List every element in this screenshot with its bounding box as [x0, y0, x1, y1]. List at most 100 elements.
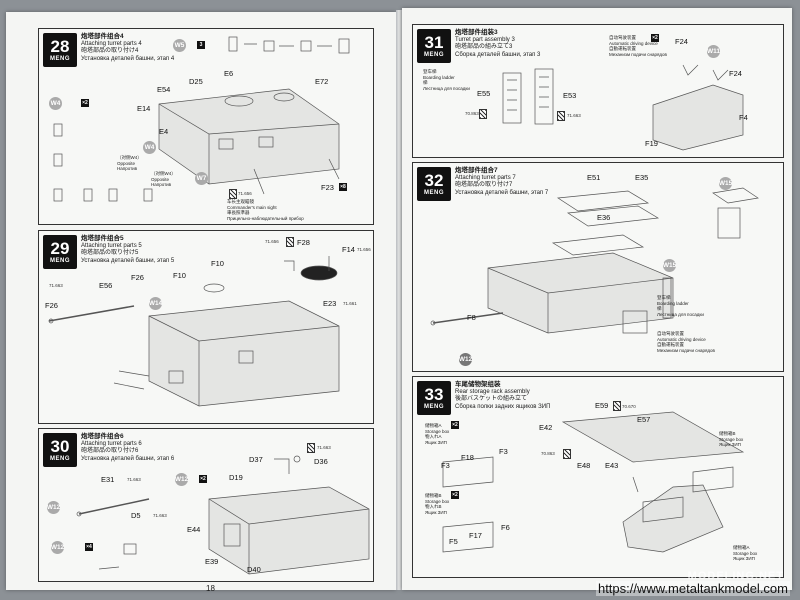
title-ja: 後部バスケットの組み立て	[455, 396, 528, 402]
part-label: E54	[157, 85, 171, 94]
paint-ref: 71.656	[238, 191, 252, 196]
x2-count-icon: ×2	[81, 99, 89, 107]
paint-ref: 71.661	[343, 301, 357, 306]
part-label: E35	[635, 173, 649, 182]
step-number: 30	[50, 437, 70, 456]
title-ja: 砲塔部品の組み立て3	[455, 44, 513, 50]
title-zh: 炮塔部件组合5	[81, 235, 124, 242]
step-29-drawing	[48, 256, 340, 407]
paint-ref: 70.863	[541, 451, 555, 456]
part-label: E55	[477, 89, 491, 98]
x4-count-icon: ×4	[85, 543, 93, 551]
part-label: E51	[587, 173, 601, 182]
step-33-titles: 车尾储物架组装 Rear storage rack assembly 後部バスケ…	[455, 381, 550, 411]
part-label: E36	[597, 213, 611, 222]
paint-swatch-icon	[229, 189, 237, 199]
part-label: D5	[131, 511, 141, 520]
paint-ref: 71.663	[317, 445, 331, 450]
title-en: Attaching turret parts 7	[455, 174, 516, 181]
w7-decal-icon: W7	[195, 172, 208, 185]
part-label: F26	[131, 273, 144, 282]
part-label: E56	[99, 281, 113, 290]
x2-count-icon: ×2	[451, 421, 459, 429]
part-label: D37	[249, 455, 263, 464]
brand-logo: MENG	[50, 56, 70, 62]
title-ru: Установка деталей башни, этап 6	[81, 455, 175, 462]
part-label: E59	[595, 401, 609, 410]
part-label: F3	[499, 447, 508, 456]
part-label: E14	[137, 104, 151, 113]
x2-count-icon: ×2	[651, 34, 659, 42]
part-label: E6	[224, 69, 234, 78]
w12-decal-icon: W12	[51, 541, 64, 554]
title-en: Turret part assembly 3	[455, 36, 515, 43]
part-label: E53	[563, 91, 577, 100]
part-label: F17	[469, 531, 482, 540]
title-zh: 炮塔部件组合4	[81, 33, 124, 40]
paint-ref: 70.670	[622, 404, 636, 409]
step-28-drawing	[53, 36, 350, 202]
part-label: E43	[605, 461, 619, 470]
title-ru: Установка деталей башни, этап 4	[81, 55, 175, 62]
step-32-titles: 炮塔部件组合7 Attaching turret parts 7 砲塔部品の取り…	[455, 167, 548, 197]
step-33-drawing	[442, 411, 745, 553]
x8-count-icon: ×8	[339, 183, 347, 191]
step-number: 29	[50, 239, 70, 258]
part-label: F23	[321, 183, 334, 192]
title-en: Rear storage rack assembly	[455, 388, 530, 395]
title-en: Attaching turret parts 6	[81, 440, 142, 447]
step-number: 28	[50, 37, 70, 56]
paint-ref: 70.863	[465, 111, 479, 116]
step-28-titles: 炮塔部件组合4 Attaching turret parts 4 砲塔部品の取り…	[81, 33, 174, 63]
brand-logo: MENG	[50, 456, 70, 462]
paint-swatch-icon	[307, 443, 315, 453]
paint-swatch-icon	[613, 401, 621, 411]
w11-decal-icon: W11	[707, 45, 720, 58]
brand-logo: MENG	[50, 258, 70, 264]
part-label: F18	[461, 453, 474, 462]
w15-decal-icon: W15	[719, 177, 732, 190]
paint-swatch-icon	[563, 449, 571, 459]
paint-ref: 71.663	[567, 113, 581, 118]
paint-ref: 71.663	[49, 283, 63, 288]
book-gutter	[396, 10, 402, 590]
x2-count-icon: 3	[197, 41, 205, 49]
title-en: Attaching turret parts 4	[81, 40, 142, 47]
paint-ref: 71.656	[357, 247, 371, 252]
step-30-titles: 炮塔部件组合6 Attaching turret parts 6 砲塔部品の取り…	[81, 433, 174, 463]
title-ru: Установка деталей башни, этап 5	[81, 257, 175, 264]
part-label: F8	[467, 313, 476, 322]
part-label: E48	[577, 461, 591, 470]
paint-ref: 71.663	[127, 477, 141, 482]
w5-decal-icon: W5	[173, 39, 186, 52]
step-32-drawing	[430, 187, 759, 334]
part-label: F5	[449, 537, 458, 546]
title-zh: 炮塔部件组合6	[81, 433, 124, 440]
w12-decal-icon: W12	[47, 501, 60, 514]
paint-swatch-icon	[479, 109, 487, 119]
title-ja: 砲塔部品の取り付け5	[81, 250, 139, 256]
step-number: 33	[424, 385, 444, 404]
brand-logo: MENG	[424, 404, 444, 410]
part-label: E57	[637, 415, 651, 424]
brand-logo: MENG	[424, 52, 444, 58]
